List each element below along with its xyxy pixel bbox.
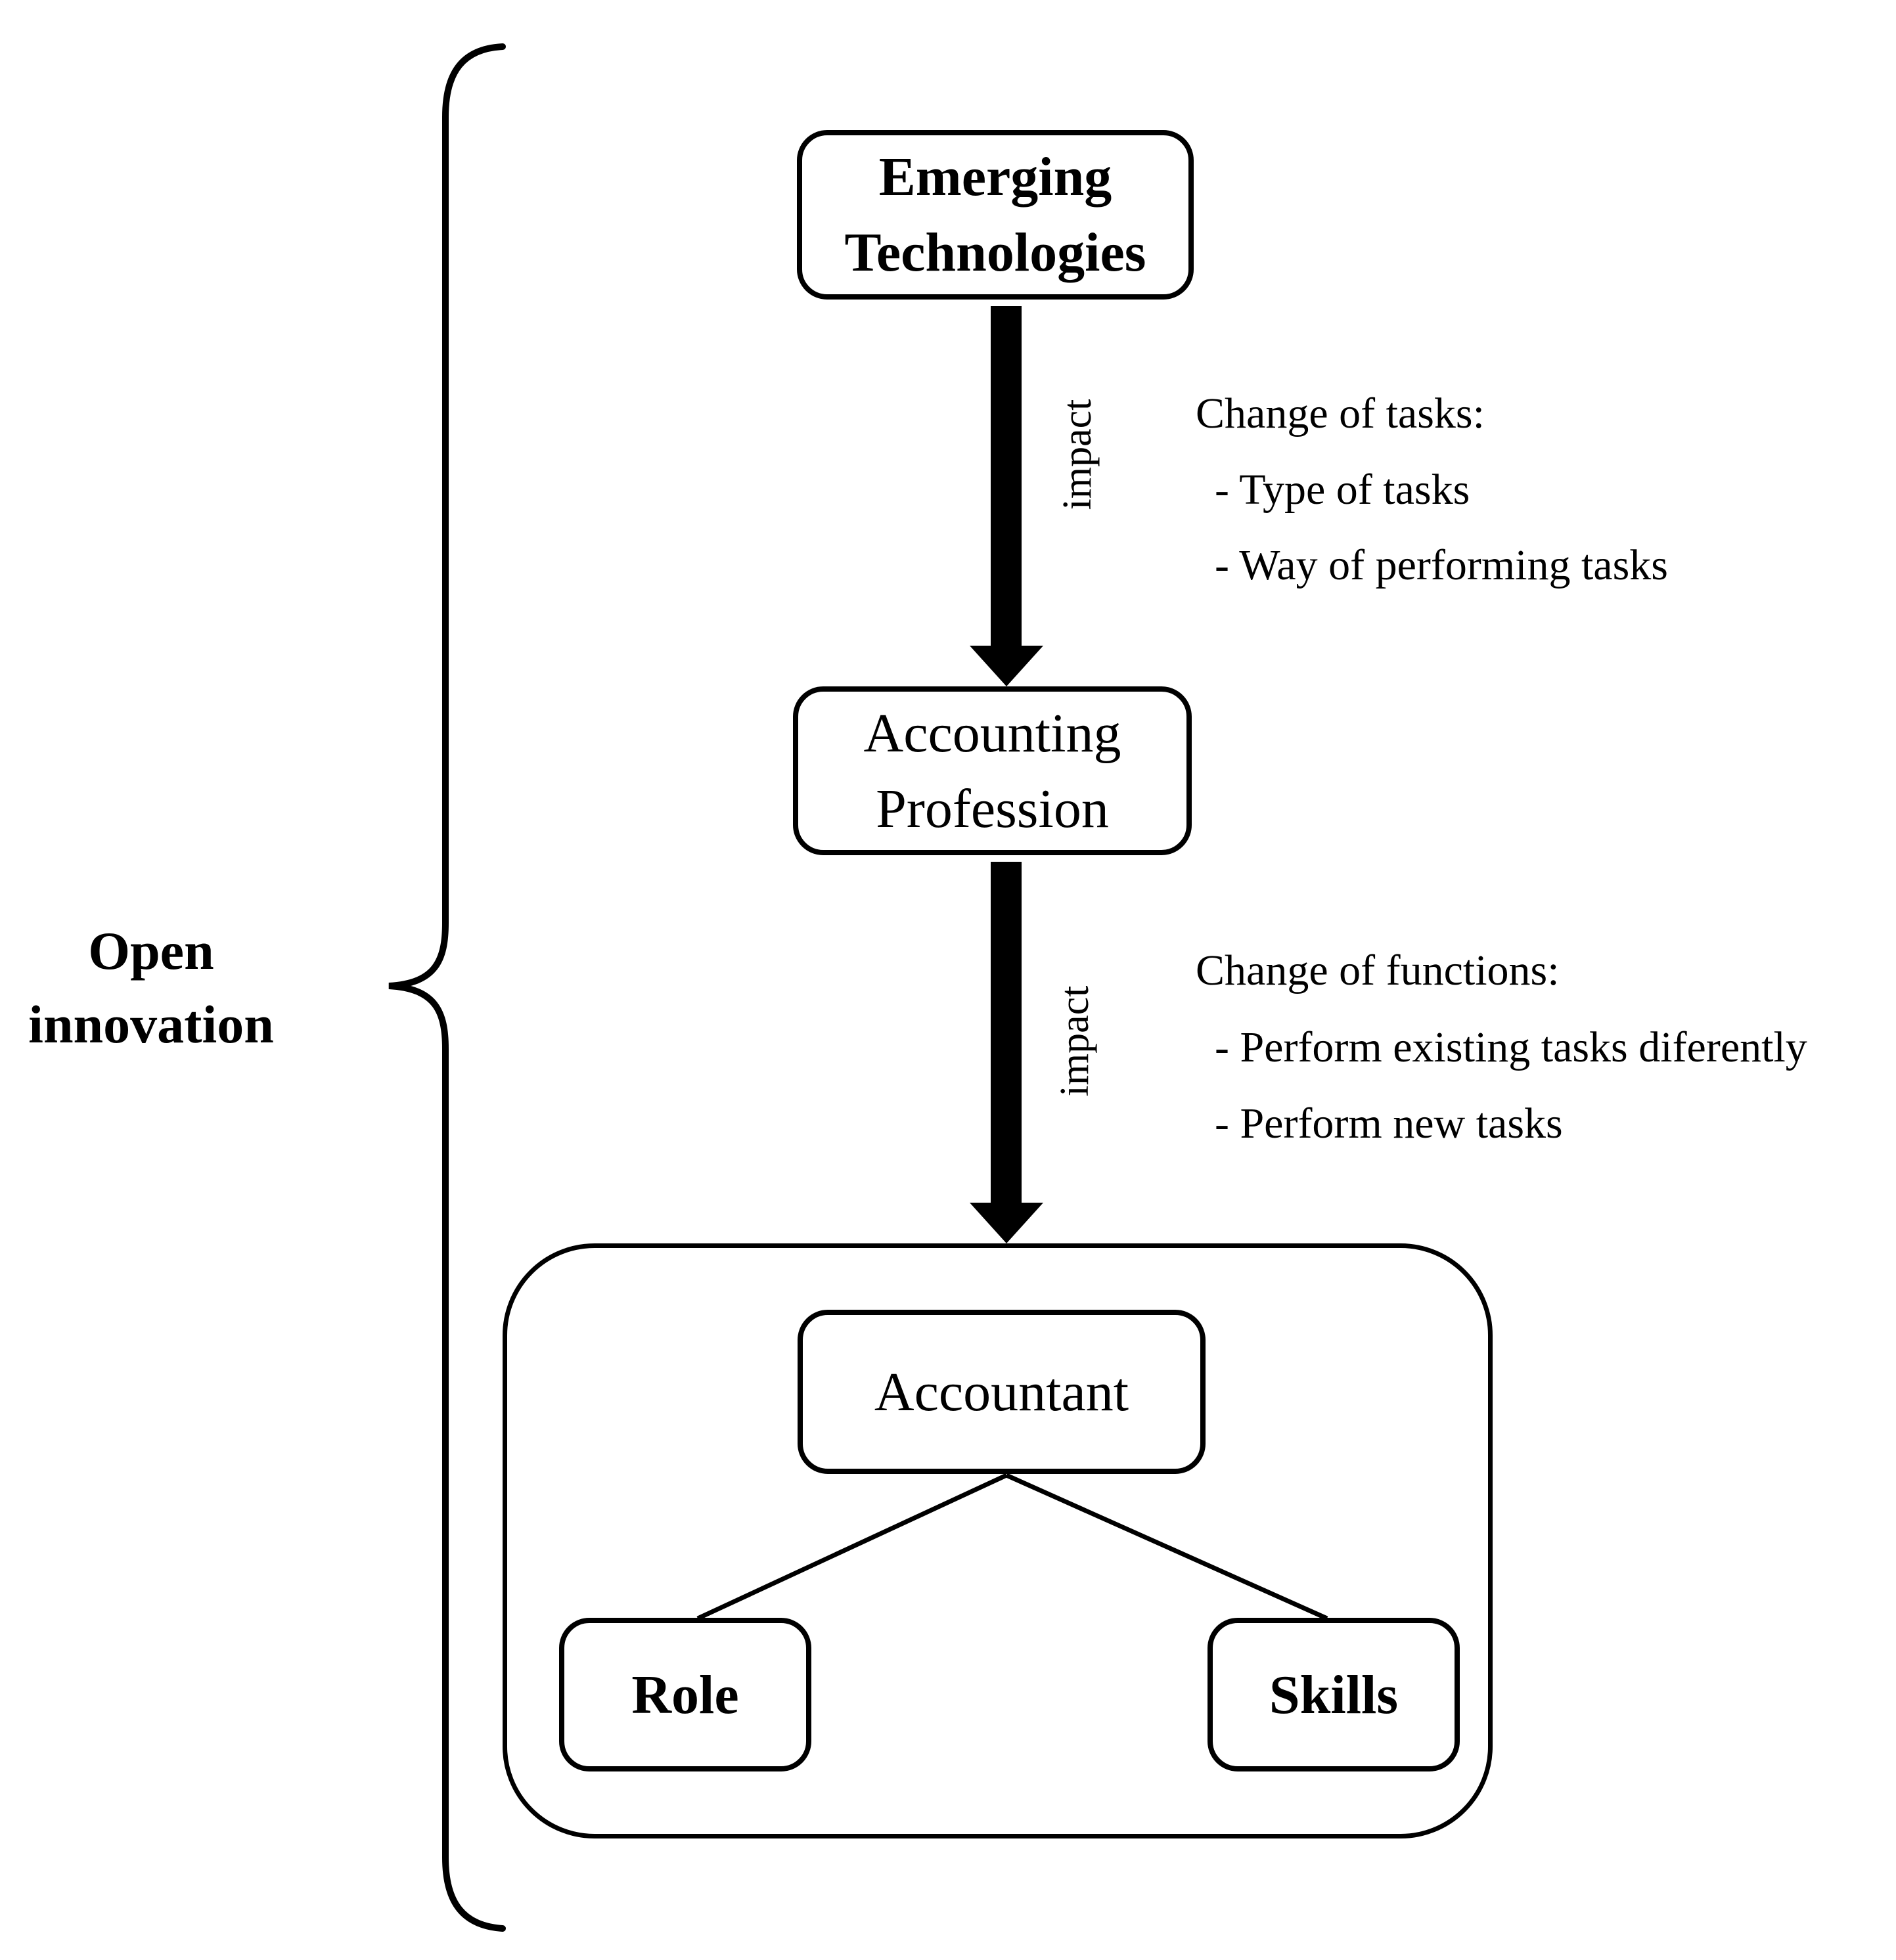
accounting-line2: Profession bbox=[876, 778, 1109, 839]
accountant-box: Accountant bbox=[798, 1310, 1206, 1474]
impact-arrow-2 bbox=[970, 862, 1043, 1243]
accountant-skills-line bbox=[1005, 1473, 1328, 1621]
skills-label: Skills bbox=[1269, 1664, 1399, 1726]
open-innovation-line2: innovation bbox=[28, 994, 274, 1054]
emerging-line1: Emerging bbox=[878, 146, 1112, 208]
change-of-functions-item-2: - Perform new tasks bbox=[1215, 1100, 1563, 1147]
role-label: Role bbox=[631, 1664, 739, 1726]
impact-arrow-1 bbox=[970, 306, 1043, 686]
skills-box: Skills bbox=[1208, 1618, 1460, 1771]
emerging-technologies-box: Emerging Technologies bbox=[797, 130, 1194, 300]
change-of-functions-title: Change of functions: bbox=[1196, 947, 1560, 994]
change-of-tasks-title: Change of tasks: bbox=[1196, 390, 1485, 437]
open-innovation-line1: Open bbox=[88, 921, 214, 981]
accounting-line1: Accounting bbox=[863, 702, 1121, 764]
open-innovation-label: Open innovation bbox=[0, 914, 302, 1061]
accounting-profession-box: Accounting Profession bbox=[793, 686, 1192, 855]
change-of-tasks-item-1: - Type of tasks bbox=[1215, 466, 1470, 514]
impact-label-1: impact bbox=[1054, 399, 1100, 510]
impact-label-2: impact bbox=[1052, 985, 1097, 1097]
role-box: Role bbox=[559, 1618, 811, 1771]
accountant-role-line bbox=[696, 1473, 1008, 1621]
change-of-functions-item-1: - Perform existing tasks diferently bbox=[1215, 1023, 1807, 1071]
change-of-tasks-item-2: - Way of performing tasks bbox=[1215, 541, 1668, 589]
accounting-profession-label: Accounting Profession bbox=[864, 696, 1121, 847]
accountant-label: Accountant bbox=[874, 1361, 1129, 1423]
emerging-technologies-label: Emerging Technologies bbox=[845, 139, 1146, 290]
accountant-container bbox=[503, 1243, 1493, 1838]
emerging-line2: Technologies bbox=[844, 222, 1146, 283]
open-innovation-brace bbox=[388, 43, 506, 1932]
